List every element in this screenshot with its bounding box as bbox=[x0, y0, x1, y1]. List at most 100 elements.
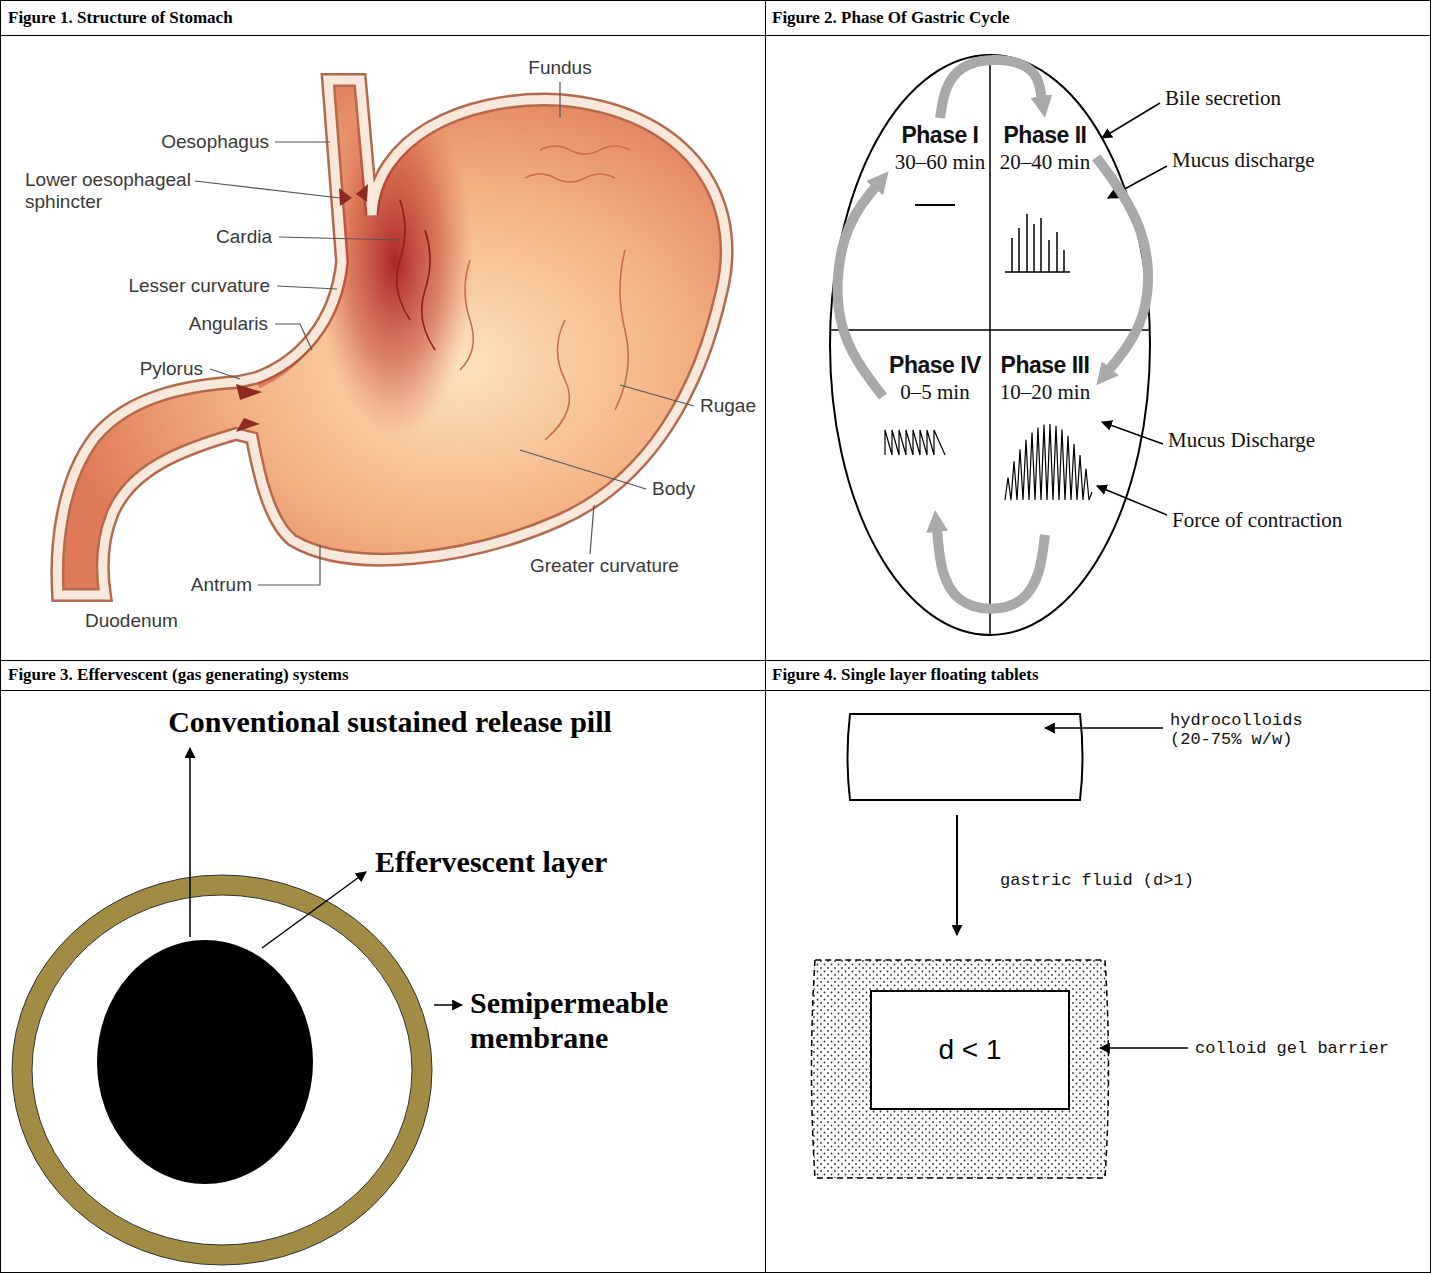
annotation-arrow bbox=[434, 1004, 462, 1006]
phase-quadrant: Phase III10–20 min bbox=[994, 348, 1096, 535]
annotation-arrow bbox=[1102, 103, 1160, 138]
stomach-body bbox=[57, 80, 726, 595]
annotation-arrow bbox=[262, 872, 366, 948]
phase-name: Phase II bbox=[1000, 122, 1090, 150]
cycle-arrow bbox=[1096, 157, 1148, 370]
phase-duration: 0–5 min bbox=[889, 380, 981, 405]
figure-heading: Figure 4. Single layer floating tablets bbox=[772, 665, 1039, 685]
phase-duration: 10–20 min bbox=[1000, 380, 1090, 405]
phase-trace bbox=[1012, 214, 1064, 272]
figure-heading: Figure 1. Structure of Stomach bbox=[8, 8, 233, 28]
annotation: Bile secretion bbox=[1165, 86, 1281, 111]
pill-core bbox=[97, 940, 313, 1184]
rugae-folds bbox=[460, 260, 473, 370]
annotation-arrow bbox=[1102, 422, 1163, 444]
stomach-interior bbox=[256, 87, 630, 440]
stomach-illustration bbox=[57, 80, 726, 595]
quadrant-divider bbox=[830, 329, 1150, 331]
oesophageal-sphincter bbox=[339, 188, 352, 206]
figure-heading: Figure 2. Phase Of Gastric Cycle bbox=[772, 8, 1010, 28]
annotation: Mucus discharge bbox=[1172, 148, 1315, 173]
annotation-arrow bbox=[1097, 103, 1167, 515]
part-label: Pylorus bbox=[140, 358, 203, 380]
rugae-folds bbox=[525, 174, 615, 182]
oesophageal-sphincter bbox=[356, 184, 368, 202]
table-grid bbox=[0, 690, 1431, 691]
leader-line bbox=[210, 369, 240, 379]
leader-line bbox=[275, 141, 330, 142]
gel-barrier bbox=[812, 960, 1109, 1178]
phase-duration: 30–60 min bbox=[895, 150, 985, 175]
leader-line bbox=[275, 324, 312, 350]
annotation-arrow bbox=[1100, 1047, 1188, 1049]
cycle-arrow bbox=[838, 187, 883, 397]
part-label: hydrocolloids (20-75% w/w) bbox=[1170, 711, 1320, 749]
annotation-arrow bbox=[1045, 727, 1163, 729]
phase-quadrant: Phase I30–60 min bbox=[889, 118, 991, 270]
part-label: Lesser curvature bbox=[128, 275, 270, 297]
rugae-folds bbox=[397, 146, 630, 440]
effervescent-pill bbox=[32, 895, 412, 1245]
lesser-curvature-band bbox=[256, 300, 330, 380]
leader-line bbox=[620, 385, 694, 406]
effervescent-pill bbox=[12, 875, 432, 1265]
density-label: d < 1 bbox=[938, 1034, 1001, 1066]
dry-tablet bbox=[848, 714, 1083, 800]
part-label: Lower oesophageal sphincter bbox=[25, 169, 225, 213]
phase-trace bbox=[1005, 424, 1092, 500]
table-grid bbox=[0, 660, 1431, 661]
part-label: Fundus bbox=[528, 57, 591, 79]
floating-tablet bbox=[812, 714, 1109, 1178]
leader-line bbox=[277, 286, 337, 289]
annotation-arrow bbox=[1097, 486, 1167, 515]
annotation-arrow bbox=[956, 815, 958, 935]
stomach-wall bbox=[57, 80, 726, 595]
pylorus-sphincter bbox=[236, 384, 262, 400]
rugae-folds bbox=[422, 230, 435, 350]
annotation: Mucus Discharge bbox=[1168, 428, 1315, 453]
phase-trace bbox=[915, 204, 955, 206]
cycle-arrow bbox=[937, 530, 1045, 609]
cycle-arrow bbox=[940, 60, 1042, 118]
part-label: Oesophagus bbox=[161, 131, 269, 153]
phase-trace bbox=[1005, 424, 1092, 500]
rugae-folds bbox=[545, 320, 570, 440]
part-label: Effervescent layer bbox=[375, 845, 607, 880]
pylorus-sphincter bbox=[236, 418, 260, 432]
part-label: Greater curvature bbox=[530, 555, 679, 577]
semipermeable-membrane bbox=[22, 885, 422, 1255]
table-grid bbox=[765, 0, 766, 1273]
leader-line bbox=[195, 82, 694, 585]
leader-line bbox=[559, 82, 560, 118]
leader-line bbox=[258, 545, 320, 585]
phase-quadrant: Phase IV0–5 min bbox=[883, 348, 987, 510]
phase-quadrant: Phase II20–40 min bbox=[994, 118, 1096, 275]
phase-duration: 20–40 min bbox=[1000, 150, 1090, 175]
phase-name: Phase I bbox=[895, 122, 985, 150]
leader-line bbox=[590, 505, 594, 554]
part-label: Rugae bbox=[700, 395, 756, 417]
tablet-core: d < 1 bbox=[870, 990, 1070, 1110]
table-grid bbox=[0, 35, 1431, 36]
annotation: Force of contraction bbox=[1172, 508, 1342, 533]
part-label: Angularis bbox=[189, 313, 268, 335]
part-label: Semipermeable membrane bbox=[470, 986, 740, 1055]
phase-trace bbox=[1005, 271, 1070, 273]
part-label: Cardia bbox=[216, 226, 272, 248]
rugae-folds bbox=[540, 146, 630, 154]
leader-line bbox=[279, 237, 400, 240]
phase-name: Phase IV bbox=[889, 352, 981, 380]
quadrant-divider bbox=[989, 55, 991, 635]
leader-line bbox=[520, 450, 646, 489]
cycle-diagram bbox=[830, 55, 1150, 635]
cycle-ellipse bbox=[830, 55, 1150, 635]
phase-trace bbox=[885, 430, 945, 455]
part-label: Antrum bbox=[191, 574, 252, 596]
phase-trace bbox=[885, 430, 945, 455]
part-label: Duodenum bbox=[85, 610, 178, 632]
